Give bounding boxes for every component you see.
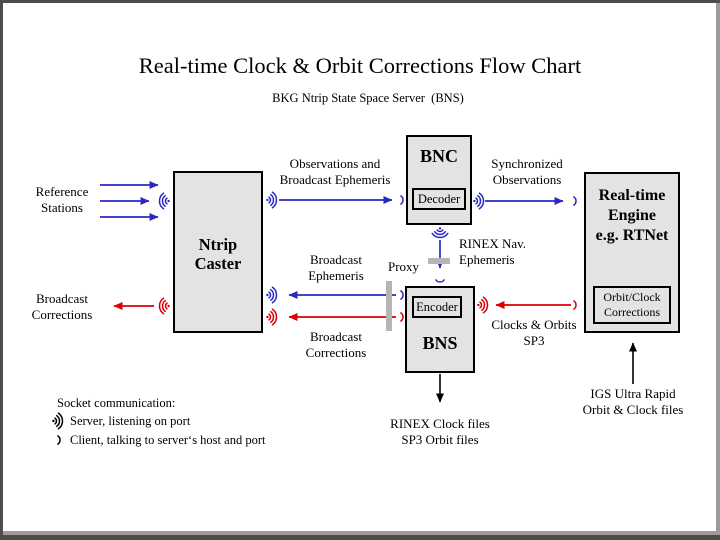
page-title: Real-time Clock & Orbit Corrections Flow… <box>138 53 582 78</box>
blue-arrows <box>100 181 564 299</box>
legend-server-socket-icon <box>51 412 64 430</box>
box-decoder: Decoder <box>412 188 466 210</box>
page-subtitle: BKG Ntrip State Space Server (BNS) <box>272 91 464 105</box>
label-proxy: Proxy <box>388 259 420 274</box>
label-rinex-nav-ephemeris: RINEX Nav. Ephemeris <box>459 236 527 267</box>
label-observations-broadcast-ephemeris: Observations and Broadcast Ephemeris <box>279 156 391 187</box>
label-synchronized-observations: Synchronized Observations <box>491 156 563 187</box>
legend-title: Socket communication: <box>57 396 176 410</box>
frame-border-bottom-light <box>2 531 720 535</box>
server-socket-icon <box>431 226 449 239</box>
server-socket-icon <box>265 286 278 304</box>
label-clocks-orbits-sp3: Clocks & Orbits SP3 <box>491 317 577 348</box>
server-socket-icon <box>265 308 278 326</box>
server-socket-icon <box>158 297 171 315</box>
client-socket-icon <box>400 312 404 322</box>
label-broadcast-corrections-mid: Broadcast Corrections <box>305 329 367 360</box>
label-igs-ultra-rapid: IGS Ultra Rapid Orbit & Clock files <box>582 386 684 417</box>
box-encoder: Encoder <box>412 296 462 318</box>
server-socket-icon <box>158 192 171 210</box>
label-rinex-clock-files: RINEX Clock files SP3 Orbit files <box>390 416 490 447</box>
label-broadcast-corrections-left: Broadcast Corrections <box>31 291 93 322</box>
client-socket-icon <box>435 279 445 283</box>
proxy-bar-vertical <box>386 281 392 331</box>
frame-border-top <box>0 0 720 3</box>
client-socket-icon <box>400 290 404 300</box>
client-socket-icon <box>573 196 577 206</box>
legend-client-socket-icon <box>57 435 61 445</box>
client-socket-icon <box>400 195 404 205</box>
orbit-clock-label-line1: Orbit/Clock <box>603 290 661 304</box>
legend-client-text: Client, talking to server‘s host and por… <box>70 433 266 447</box>
box-orbit-clock-corrections: Orbit/Clock Corrections <box>593 286 671 324</box>
legend-icons <box>51 412 64 445</box>
legend-server-text: Server, listening on port <box>70 414 191 428</box>
box-ntrip-caster <box>173 171 263 333</box>
bnc-label: BNC <box>419 146 459 166</box>
server-socket-icon <box>472 192 485 210</box>
black-arrows <box>436 342 637 403</box>
box-bnc <box>406 135 472 225</box>
decoder-label: Decoder <box>417 191 461 206</box>
server-socket-icon <box>476 296 489 314</box>
red-arrows <box>113 301 571 321</box>
proxy-bar-horizontal <box>428 258 450 264</box>
realtime-engine-label: Real-time Engine e.g. RTNet <box>595 187 669 244</box>
encoder-label: Encoder <box>416 299 458 314</box>
orbit-clock-label-line2: Corrections <box>604 305 660 319</box>
label-broadcast-ephemeris-mid: Broadcast Ephemeris <box>308 252 364 283</box>
frame-border-right <box>716 3 720 540</box>
label-reference-stations: Reference Stations <box>35 184 89 215</box>
bns-label: BNS <box>422 333 458 353</box>
client-socket-icon <box>573 300 577 310</box>
server-socket-icon <box>265 191 278 209</box>
frame-border-bottom-dark <box>0 535 720 540</box>
frame-border-left <box>0 0 3 540</box>
ntrip-caster-label: Ntrip Caster <box>194 235 242 273</box>
